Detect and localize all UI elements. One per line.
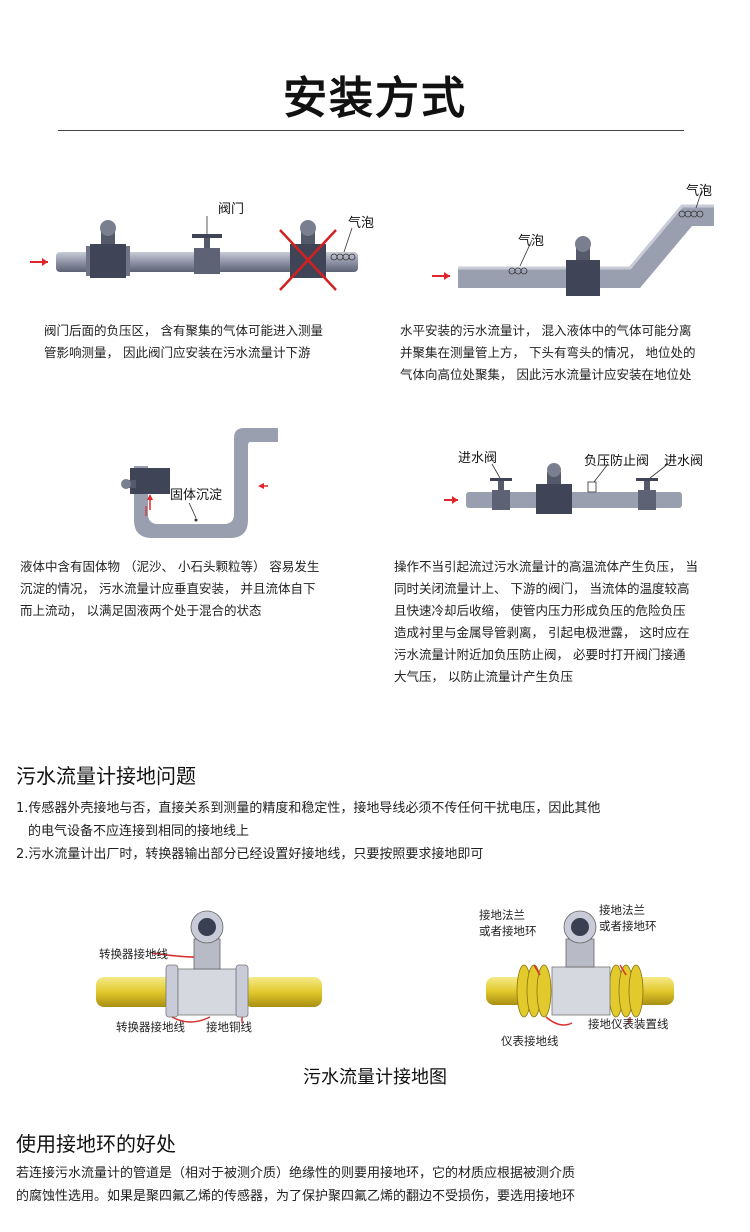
diagram-vertical-install bbox=[121, 428, 278, 538]
caption-line: 阀门后面的负压区， 含有聚集的气体可能进入测量 bbox=[44, 323, 323, 338]
figure-caption: 污水流量计接地图 bbox=[303, 1067, 447, 1088]
caption-line: 气体向高位处聚集， 因此污水流量计应安装在地位处 bbox=[400, 367, 692, 382]
inlet-valve-left-label: 进水阀 bbox=[458, 451, 498, 466]
grounding-diagram-right bbox=[486, 910, 674, 1026]
caption-line: 且快速冷却后收缩， 使管内压力形成负压的危险负压 bbox=[394, 603, 686, 618]
grounding-item: 的电气设备不应连接到相同的接地线上 bbox=[28, 824, 250, 839]
diagram-low-position bbox=[432, 189, 714, 296]
solid-label: 固体沉淀 bbox=[170, 484, 223, 503]
caption-line: 液体中含有固体物 （泥沙、 小石头颗粒等） 容易发生 bbox=[20, 559, 320, 574]
caption-line: 污水流量计附近加负压防止阀， 必要时打开阀门接通 bbox=[394, 647, 686, 662]
grounding-item: 1.传感器外壳接地与否，直接关系到测量的精度和稳定性，接地导线必须不传任何干扰电… bbox=[16, 801, 601, 816]
diagram-negative-pressure bbox=[444, 463, 682, 514]
grounding-diagram-left bbox=[96, 910, 322, 1023]
caption-line: 水平安装的污水流量计， 混入液体中的气体可能分离 bbox=[400, 323, 692, 338]
ground-device-line-label: 接地仪表装置线 bbox=[588, 1017, 669, 1031]
bubble-label: 气泡 bbox=[348, 216, 375, 231]
caption-line: 同时关闭流量计上、 下游的阀门， 当流体的温度较高 bbox=[394, 581, 690, 596]
anti-negative-valve-label: 负压防止阀 bbox=[584, 454, 650, 469]
ground-ring-label: 或者接地环 bbox=[479, 924, 537, 938]
title-divider bbox=[58, 130, 684, 131]
ground-ring-label: 或者接地环 bbox=[599, 919, 657, 933]
bubble-label-mid: 气泡 bbox=[518, 234, 545, 249]
grounding-heading: 污水流量计接地问题 bbox=[16, 764, 196, 788]
instrument-ground-label: 仪表接地线 bbox=[501, 1034, 559, 1048]
caption-line: 大气压， 以防止流量计产生负压 bbox=[394, 669, 573, 684]
caption-line: 而上流动， 以满足固液两个处于混合的状态 bbox=[20, 603, 262, 618]
grounding-item: 2.污水流量计出厂时，转换器输出部分已经设置好接地线，只要按照要求接地即可 bbox=[16, 847, 484, 862]
copper-ground-label: 接地铜线 bbox=[206, 1020, 252, 1034]
converter-ground-label-bottom: 转换器接地线 bbox=[116, 1020, 185, 1034]
valve-label: 阀门 bbox=[218, 202, 245, 217]
ground-flange-label: 接地法兰 bbox=[479, 908, 525, 922]
ring-paragraph-line: 的腐蚀性选用。如果是聚四氟乙烯的传感器，为了保护聚四氟乙烯的翻边不受损伤，要选用… bbox=[16, 1189, 576, 1204]
caption-line: 造成衬里与金属导管剥离， 引起电极泄露， 这时应在 bbox=[394, 625, 690, 640]
caption-line: 并聚集在测量管上方， 下头有弯头的情况， 地位处的 bbox=[400, 345, 696, 360]
caption-line: 管影响测量， 因此阀门应安装在污水流量计下游 bbox=[44, 345, 311, 360]
bubble-label-top: 气泡 bbox=[686, 184, 713, 199]
inlet-valve-right-label: 进水阀 bbox=[664, 454, 704, 469]
page-title: 安装方式 bbox=[283, 73, 467, 124]
ring-heading: 使用接地环的好处 bbox=[16, 1132, 176, 1156]
caption-line: 操作不当引起流过污水流量计的高温流体产生负压， 当 bbox=[394, 559, 698, 574]
ring-paragraph-line: 若连接污水流量计的管道是（相对于被测介质）绝缘性的则要用接地环，它的材质应根据被… bbox=[16, 1166, 576, 1181]
converter-ground-label-top: 转换器接地线 bbox=[99, 947, 168, 961]
caption-line: 沉淀的情况， 污水流量计应垂直安装， 并且流体自下 bbox=[20, 581, 316, 596]
diagram-valve-position bbox=[30, 216, 358, 291]
ground-flange-label: 接地法兰 bbox=[599, 903, 645, 917]
